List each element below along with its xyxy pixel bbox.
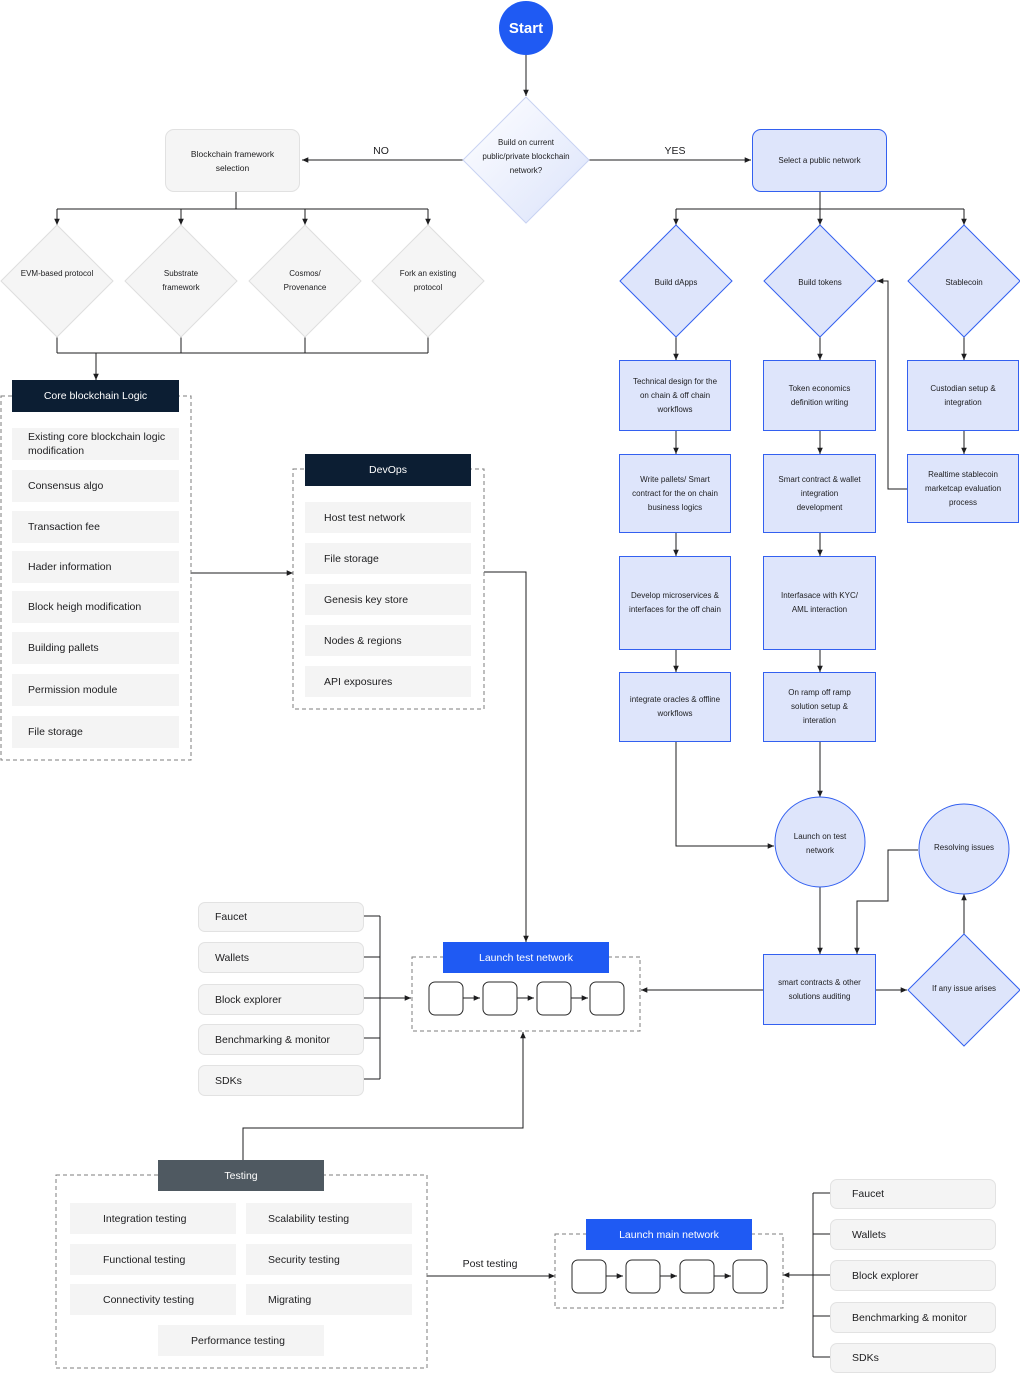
- build-tokens-diamond: [763, 224, 877, 338]
- stablecoin-step-custodian: Custodian setup & integration: [907, 360, 1019, 431]
- tokens-step-on-off-ramp: On ramp off ramp solution setup & intera…: [763, 672, 876, 742]
- core-item-file-storage: File storage: [12, 716, 179, 748]
- framework-fork-label: Fork an existing protocol: [399, 269, 457, 292]
- launch-main-network-header: Launch main network: [586, 1219, 752, 1250]
- test-chain-block-4: [589, 981, 625, 1016]
- yes-label: YES: [664, 145, 685, 157]
- core-item-transaction-fee: Transaction fee: [12, 511, 179, 543]
- framework-diamond-substrate: [124, 224, 238, 338]
- devops-item-nodes-regions: Nodes & regions: [305, 625, 471, 656]
- framework-substrate-label: Substrate framework: [162, 269, 200, 292]
- devops-item-genesis-key: Genesis key store: [305, 584, 471, 615]
- stablecoin-label: Stablecoin: [945, 278, 983, 287]
- main-chain-block-4: [732, 1259, 768, 1294]
- decision-text: Build on current public/private blockcha…: [482, 138, 570, 175]
- core-item-logic-modification: Existing core blockchain logic modificat…: [12, 428, 179, 460]
- build-tokens-label: Build tokens: [798, 278, 842, 287]
- framework-selection-box: Blockchain framework selection: [165, 129, 300, 192]
- core-header: Core blockchain Logic: [12, 380, 179, 412]
- right-tool-benchmarking: Benchmarking & monitor: [830, 1302, 996, 1333]
- post-testing-label: Post testing: [463, 1258, 518, 1270]
- core-item-pallets: Building pallets: [12, 632, 179, 664]
- tokens-step-economics: Token economics definition writing: [763, 360, 876, 431]
- left-tool-faucet: Faucet: [198, 902, 364, 932]
- launch-test-circle-label: Launch on test network: [793, 832, 847, 855]
- test-item-security: Security testing: [246, 1244, 412, 1275]
- devops-container: [292, 468, 485, 710]
- framework-cosmos-label: Cosmos/ Provenance: [283, 269, 327, 292]
- devops-item-host-test-network: Host test network: [305, 502, 471, 533]
- test-item-scalability: Scalability testing: [246, 1203, 412, 1234]
- core-item-consensus: Consensus algo: [12, 470, 179, 502]
- framework-evm-label: EVM-based protocol: [20, 269, 94, 278]
- devops-item-file-storage: File storage: [305, 543, 471, 574]
- test-item-functional: Functional testing: [70, 1244, 236, 1275]
- core-item-header-info: Hader information: [12, 551, 179, 583]
- issue-diamond: [907, 933, 1020, 1047]
- main-chain-block-1: [571, 1259, 607, 1294]
- dapps-step-microservices: Develop microservices & interfaces for t…: [619, 556, 731, 650]
- framework-diamond-fork: [371, 224, 485, 338]
- framework-diamond-cosmos: [248, 224, 362, 338]
- tokens-step-smart-contract: Smart contract & wallet integration deve…: [763, 454, 876, 533]
- left-tool-wallets: Wallets: [198, 942, 364, 973]
- launch-test-network-header: Launch test network: [443, 942, 609, 973]
- stablecoin-step-marketcap: Realtime stablecoin marketcap evaluation…: [907, 454, 1019, 523]
- build-dapps-label: Build dApps: [654, 278, 698, 287]
- devops-header: DevOps: [305, 454, 471, 486]
- dapps-step-technical-design: Technical design for the on chain & off …: [619, 360, 731, 431]
- dapps-step-oracles: integrate oracles & offline workflows: [619, 672, 731, 742]
- no-label: NO: [373, 145, 389, 157]
- core-item-block-height: Block heigh modification: [12, 591, 179, 623]
- auditing-box: smart contracts & other solutions auditi…: [763, 954, 876, 1025]
- right-tool-sdks: SDKs: [830, 1343, 996, 1373]
- stablecoin-diamond: [907, 224, 1020, 338]
- test-chain-block-2: [482, 981, 518, 1016]
- left-tool-sdks: SDKs: [198, 1065, 364, 1096]
- test-item-connectivity: Connectivity testing: [70, 1284, 236, 1315]
- decision-diamond: [462, 96, 590, 224]
- left-tool-benchmarking: Benchmarking & monitor: [198, 1024, 364, 1055]
- build-dapps-diamond: [619, 224, 733, 338]
- start-node: [499, 1, 553, 55]
- testing-header: Testing: [158, 1160, 324, 1191]
- right-tool-block-explorer: Block explorer: [830, 1260, 996, 1291]
- start-label: Start: [509, 20, 543, 37]
- devops-item-api-exposures: API exposures: [305, 666, 471, 697]
- right-tool-wallets: Wallets: [830, 1219, 996, 1250]
- test-item-migrating: Migrating: [246, 1284, 412, 1315]
- main-chain-block-2: [625, 1259, 661, 1294]
- resolving-circle: [918, 803, 1010, 895]
- test-item-integration: Integration testing: [70, 1203, 236, 1234]
- test-item-performance: Performance testing: [158, 1325, 324, 1356]
- left-tool-block-explorer: Block explorer: [198, 984, 364, 1015]
- main-chain-block-3: [679, 1259, 715, 1294]
- dapps-step-write-pallets: Write pallets/ Smart contract for the on…: [619, 454, 731, 533]
- public-network-box: Select a public network: [752, 129, 887, 192]
- launch-test-circle: [774, 796, 866, 888]
- test-chain-block-1: [428, 981, 464, 1016]
- core-item-permission: Permission module: [12, 674, 179, 706]
- issue-label: If any issue arises: [931, 984, 997, 993]
- framework-diamond-evm: [0, 224, 114, 338]
- tokens-step-kyc-aml: Interfasace with KYC/ AML interaction: [763, 556, 876, 650]
- resolving-label: Resolving issues: [933, 843, 995, 852]
- test-chain-block-3: [536, 981, 572, 1016]
- right-tool-faucet: Faucet: [830, 1179, 996, 1209]
